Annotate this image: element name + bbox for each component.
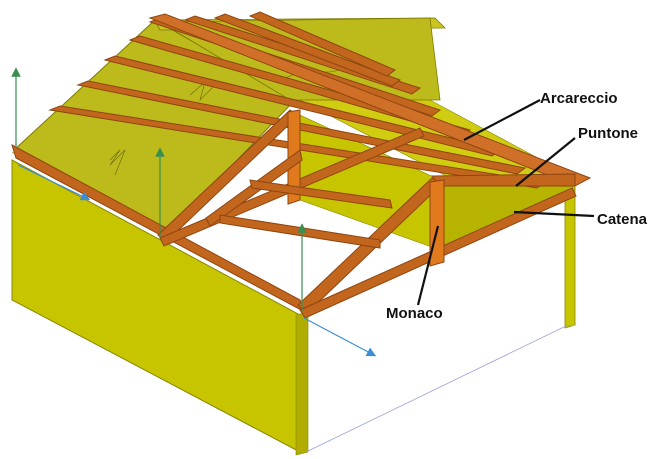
roof-hatch-1 [109,149,126,176]
brace-front-bay-2 [249,179,393,209]
leader-catena [513,210,595,218]
horizontal-axes [17,164,377,357]
label-monaco: Monaco [386,305,443,322]
label-arcareccio: Arcareccio [540,90,618,107]
axis-x-3 [303,317,377,357]
axis-x-1 [17,164,91,201]
purlin-8 [248,11,396,77]
label-puntone: Puntone [578,125,638,142]
right-wall-end [564,187,576,329]
purlin-4 [76,80,527,175]
ground-line-front [305,325,567,453]
purlin-7 [213,13,402,87]
roof-hatch-2 [189,81,216,102]
leader-lines [416,99,595,306]
ridge-beam [148,13,592,187]
corner-post [295,311,309,456]
leader-monaco [416,225,440,306]
support-axes [11,67,307,312]
rafter-right-front [430,173,576,187]
eave-beams [11,13,592,314]
ground-line-right [565,324,577,327]
leader-arcareccio [463,99,541,141]
leader-puntone [515,137,576,187]
label-catena: Catena [597,211,648,228]
